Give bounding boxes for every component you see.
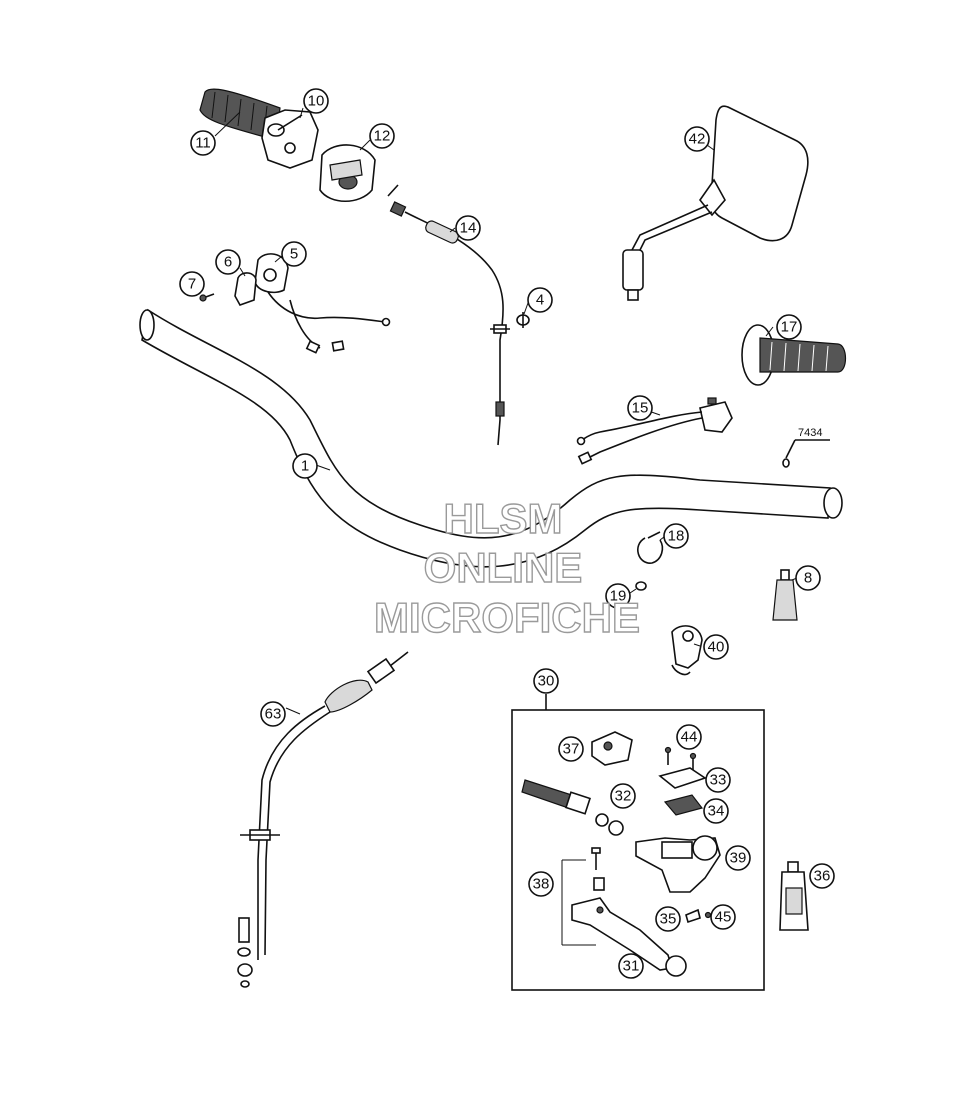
svg-text:17: 17 — [781, 319, 798, 336]
svg-text:34: 34 — [708, 803, 725, 820]
svg-text:11: 11 — [195, 135, 211, 152]
master-cylinder-assembly — [511, 694, 765, 991]
svg-text:39: 39 — [730, 850, 747, 867]
callout-30: 30 — [533, 668, 559, 694]
callout-15: 15 — [627, 395, 653, 421]
svg-text:37: 37 — [563, 741, 580, 758]
svg-text:7: 7 — [188, 276, 196, 293]
part-37 — [591, 731, 633, 766]
svg-text:40: 40 — [708, 639, 725, 656]
callout-32: 32 — [610, 783, 636, 809]
callout-34: 34 — [703, 798, 729, 824]
svg-text:15: 15 — [632, 400, 649, 417]
svg-text:14: 14 — [460, 220, 477, 237]
callout-17: 17 — [776, 314, 802, 340]
svg-text:30: 30 — [538, 673, 555, 690]
clutch-cable — [237, 651, 409, 988]
callout-36: 36 — [809, 863, 835, 889]
part-18-clip — [637, 531, 664, 564]
callout-45: 45 — [710, 904, 736, 930]
svg-text:1: 1 — [301, 458, 309, 475]
clamp — [671, 625, 703, 676]
callout-44: 44 — [676, 724, 702, 750]
callout-31: 31 — [618, 953, 644, 979]
svg-text:44: 44 — [681, 729, 698, 746]
svg-text:4: 4 — [536, 292, 544, 309]
svg-text:63: 63 — [265, 706, 282, 723]
brake-fluid-bottle — [779, 861, 809, 931]
callout-39: 39 — [725, 845, 751, 871]
callout-12: 12 — [369, 123, 395, 149]
svg-text:35: 35 — [660, 911, 677, 928]
callout-63: 63 — [260, 701, 286, 727]
part-4-nut — [516, 312, 530, 328]
callout-40: 40 — [703, 634, 729, 660]
svg-text:45: 45 — [715, 909, 732, 926]
svg-text:33: 33 — [710, 772, 727, 789]
svg-text:6: 6 — [224, 254, 232, 271]
kill-switch — [199, 253, 391, 354]
left-grip — [741, 324, 847, 386]
light-switch — [576, 397, 733, 465]
watermark: HLSM ONLINE MICROFICHE — [373, 494, 640, 641]
svg-text:18: 18 — [668, 528, 685, 545]
svg-text:32: 32 — [615, 788, 632, 805]
callout-5: 5 — [281, 241, 307, 267]
callout-38: 38 — [528, 871, 554, 897]
watermark-line-2: ONLINE — [424, 544, 583, 591]
callout-11: 11 — [190, 130, 216, 156]
watermark-line-3: MICROFICHE — [374, 594, 640, 641]
callout-10: 10 — [303, 88, 329, 114]
throttle-grip — [199, 88, 281, 141]
throttle-cover — [319, 144, 376, 202]
callout-19: 19 — [605, 583, 631, 609]
watermark-line-1: HLSM — [444, 495, 563, 542]
callout-4: 4 — [527, 287, 553, 313]
part-19-nut — [635, 581, 647, 591]
callout-35: 35 — [655, 906, 681, 932]
throttle-housing — [261, 109, 319, 169]
reference-7434: 7434 — [782, 427, 830, 468]
svg-text:12: 12 — [374, 128, 391, 145]
svg-text:19: 19 — [610, 588, 627, 605]
grease-tube — [772, 569, 798, 621]
callout-6: 6 — [215, 249, 241, 275]
mirror — [622, 105, 809, 301]
callout-7: 7 — [179, 271, 205, 297]
svg-text:8: 8 — [804, 570, 812, 587]
reference-label: 7434 — [798, 427, 822, 439]
callout-1: 1 — [292, 453, 318, 479]
throttle-cable — [387, 184, 510, 446]
callout-18: 18 — [663, 523, 689, 549]
svg-text:10: 10 — [308, 93, 325, 110]
callout-37: 37 — [558, 736, 584, 762]
svg-text:31: 31 — [623, 958, 640, 975]
svg-text:42: 42 — [689, 131, 706, 148]
callout-8: 8 — [795, 565, 821, 591]
svg-text:5: 5 — [290, 246, 298, 263]
svg-text:36: 36 — [814, 868, 831, 885]
svg-text:38: 38 — [533, 876, 550, 893]
callout-14: 14 — [455, 215, 481, 241]
callout-42: 42 — [684, 126, 710, 152]
callout-33: 33 — [705, 767, 731, 793]
